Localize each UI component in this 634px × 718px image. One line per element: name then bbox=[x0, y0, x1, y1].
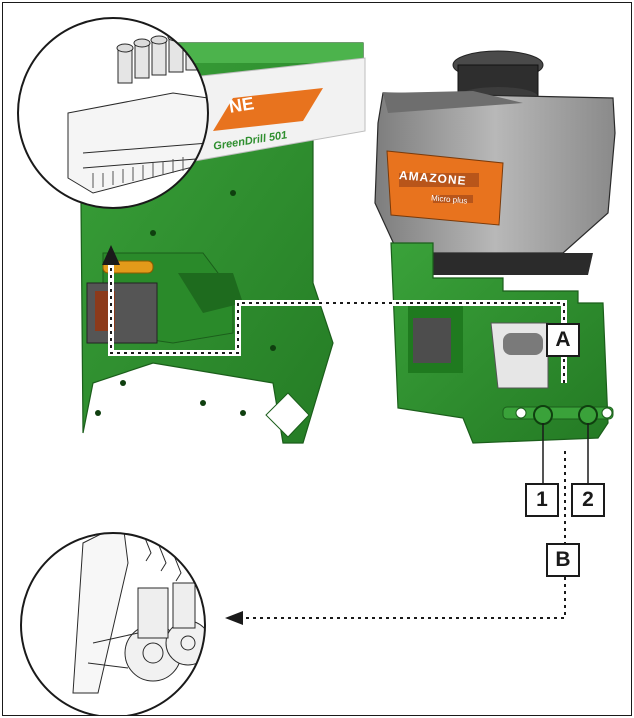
detail-circle-bottom bbox=[20, 532, 206, 715]
decal-brand-fragment: NE bbox=[227, 93, 256, 117]
micro-hopper bbox=[374, 50, 616, 275]
arrow-left-icon bbox=[225, 611, 243, 625]
guide-line-b bbox=[243, 451, 566, 619]
mounting-bracket bbox=[390, 242, 614, 444]
diagram-artwork bbox=[17, 17, 616, 715]
callout-2: 2 bbox=[571, 483, 605, 517]
callout-b: B bbox=[546, 543, 580, 577]
guide-line-a bbox=[108, 261, 567, 383]
callout-a: A bbox=[546, 323, 580, 357]
callout-1: 1 bbox=[525, 483, 559, 517]
arrow-up-icon bbox=[102, 245, 120, 265]
detail-circle-top bbox=[17, 17, 209, 209]
